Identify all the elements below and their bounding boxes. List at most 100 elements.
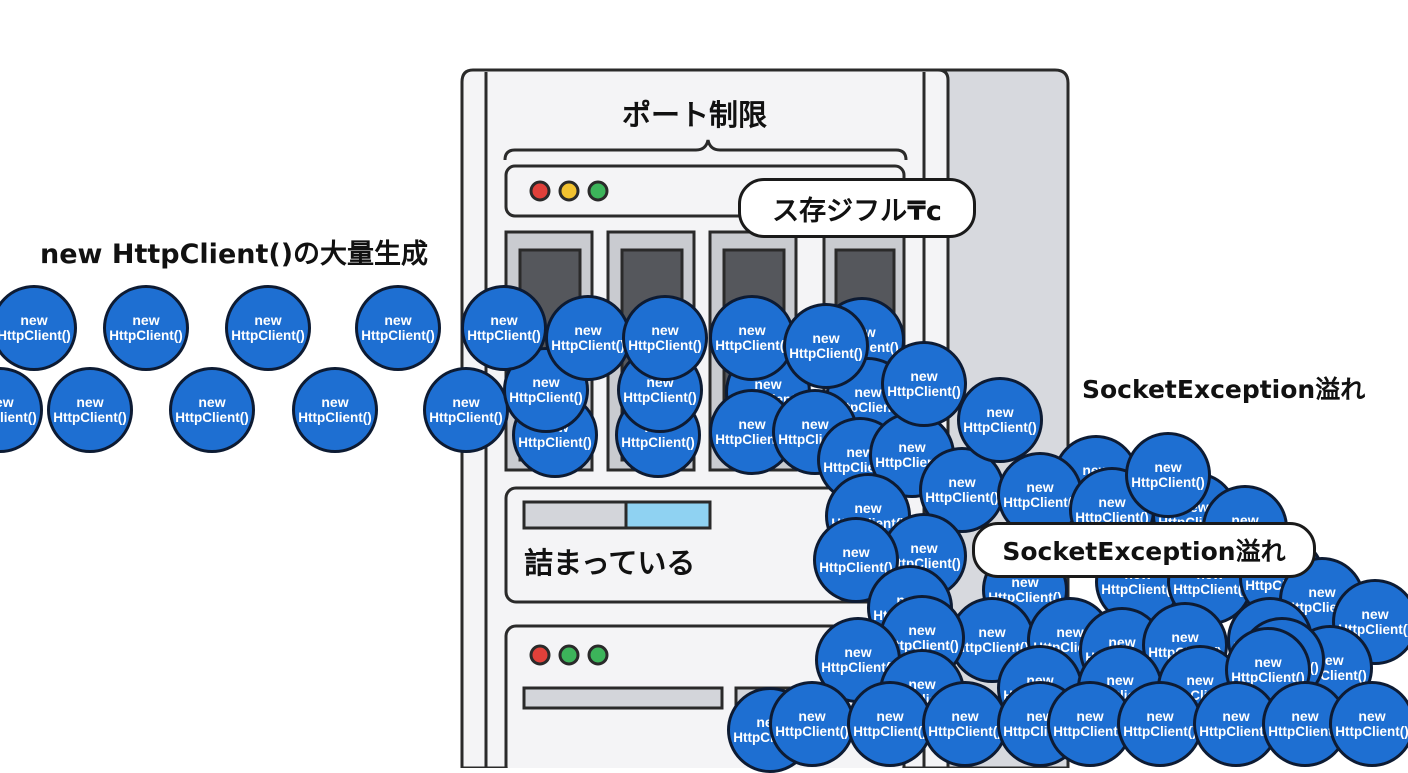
token-line-httpclient: HttpClient() (231, 328, 305, 344)
token-line-new: new (910, 368, 938, 385)
token-line-httpclient: HttpClient() (928, 724, 1002, 740)
token-line-httpclient: HttpClient() (361, 328, 435, 344)
token-line-httpclient: HttpClient() (715, 432, 789, 448)
led-green-icon (558, 644, 580, 666)
led-red-icon (529, 644, 551, 666)
label-clogged: 詰まっている (524, 546, 696, 580)
token-line-new: new (321, 394, 349, 411)
token-line-httpclient: HttpClient() (925, 490, 999, 506)
bottom-bar (522, 686, 724, 710)
token-line-httpclient: HttpClient() (1199, 724, 1273, 740)
label-socket-overflow: SocketException溢れ (1082, 375, 1366, 404)
token-line-new: new (452, 394, 480, 411)
token-line-new: new (1146, 708, 1174, 725)
token-line-new: new (254, 312, 282, 329)
token-line-new: new (1291, 708, 1319, 725)
token-line-new: new (1154, 459, 1182, 476)
token-line-httpclient: HttpClient() (628, 338, 702, 354)
token-line-new: new (948, 474, 976, 491)
token-line-new: new (1186, 672, 1214, 689)
token-line-httpclient: HttpClient() (518, 435, 592, 451)
token-line-new: new (854, 500, 882, 517)
token-line-new: new (20, 312, 48, 329)
title-port-limit: ポート制限 (622, 98, 768, 132)
token-line-httpclient: HttpClient() (853, 724, 927, 740)
token-line-new: new (1011, 574, 1039, 591)
socket-exception-pill: SocketException溢れ (972, 522, 1316, 578)
token-line-new: new (1361, 606, 1389, 623)
token-line-new: new (801, 416, 829, 433)
token-line-new: new (754, 376, 782, 393)
token-line-new: new (1026, 479, 1054, 496)
token-line-httpclient: HttpClient() (1131, 475, 1205, 491)
token-line-new: new (738, 322, 766, 339)
token-line-httpclient: HttpClient() (955, 640, 1029, 656)
token-line-httpclient: HttpClient() (467, 328, 541, 344)
token-line-new: new (574, 322, 602, 339)
token-line-httpclient: HttpClient() (789, 346, 863, 362)
token-line-new: new (798, 708, 826, 725)
token-line-new: new (812, 330, 840, 347)
token-line-new: new (986, 404, 1014, 421)
token-line-new: new (1106, 672, 1134, 689)
led-yellow-icon (558, 180, 580, 202)
token-line-httpclient: HttpClient() (53, 410, 127, 426)
token-line-httpclient: HttpClient() (1123, 724, 1197, 740)
token-line-httpclient: HttpClient() (819, 560, 893, 576)
port-brace (503, 139, 908, 161)
token-line-httpclient: HttpClient() (175, 410, 249, 426)
token-line-new: new (876, 708, 904, 725)
token-line-httpclient: HttpClient() (887, 384, 961, 400)
token-line-new: new (1308, 584, 1336, 601)
token-line-httpclient: HttpClient() (429, 410, 503, 426)
token-line-new: new (846, 444, 874, 461)
token-line-new: new (1026, 708, 1054, 725)
token-line-httpclient: HttpClient() (1173, 582, 1247, 598)
token-line-new: new (490, 312, 518, 329)
token-line-new: new (844, 644, 872, 661)
token-line-httpclient: HttpClient() (775, 724, 849, 740)
token-line-new: new (898, 439, 926, 456)
token-line-httpclient: HttpClient() (1335, 724, 1408, 740)
token-line-httpclient: HttpClient() (109, 328, 183, 344)
token-line-httpclient: HttpClient() (298, 410, 372, 426)
token-line-httpclient: HttpClient() (551, 338, 625, 354)
token-line-new: new (738, 416, 766, 433)
state-pill: ス存ジフル₸c (738, 178, 976, 238)
token-line-new: new (0, 394, 14, 411)
token-line-httpclient: HttpClient() (821, 660, 895, 676)
token-line-httpclient: HttpClient() (509, 390, 583, 406)
token-line-new: new (651, 322, 679, 339)
token-line-new: new (198, 394, 226, 411)
token-line-new: new (132, 312, 160, 329)
token-line-new: new (842, 544, 870, 561)
token-line-httpclient: HttpClient() (623, 390, 697, 406)
led-green-icon (587, 180, 609, 202)
token-line-new: new (1222, 708, 1250, 725)
token-line-httpclient: HttpClient() (0, 328, 71, 344)
